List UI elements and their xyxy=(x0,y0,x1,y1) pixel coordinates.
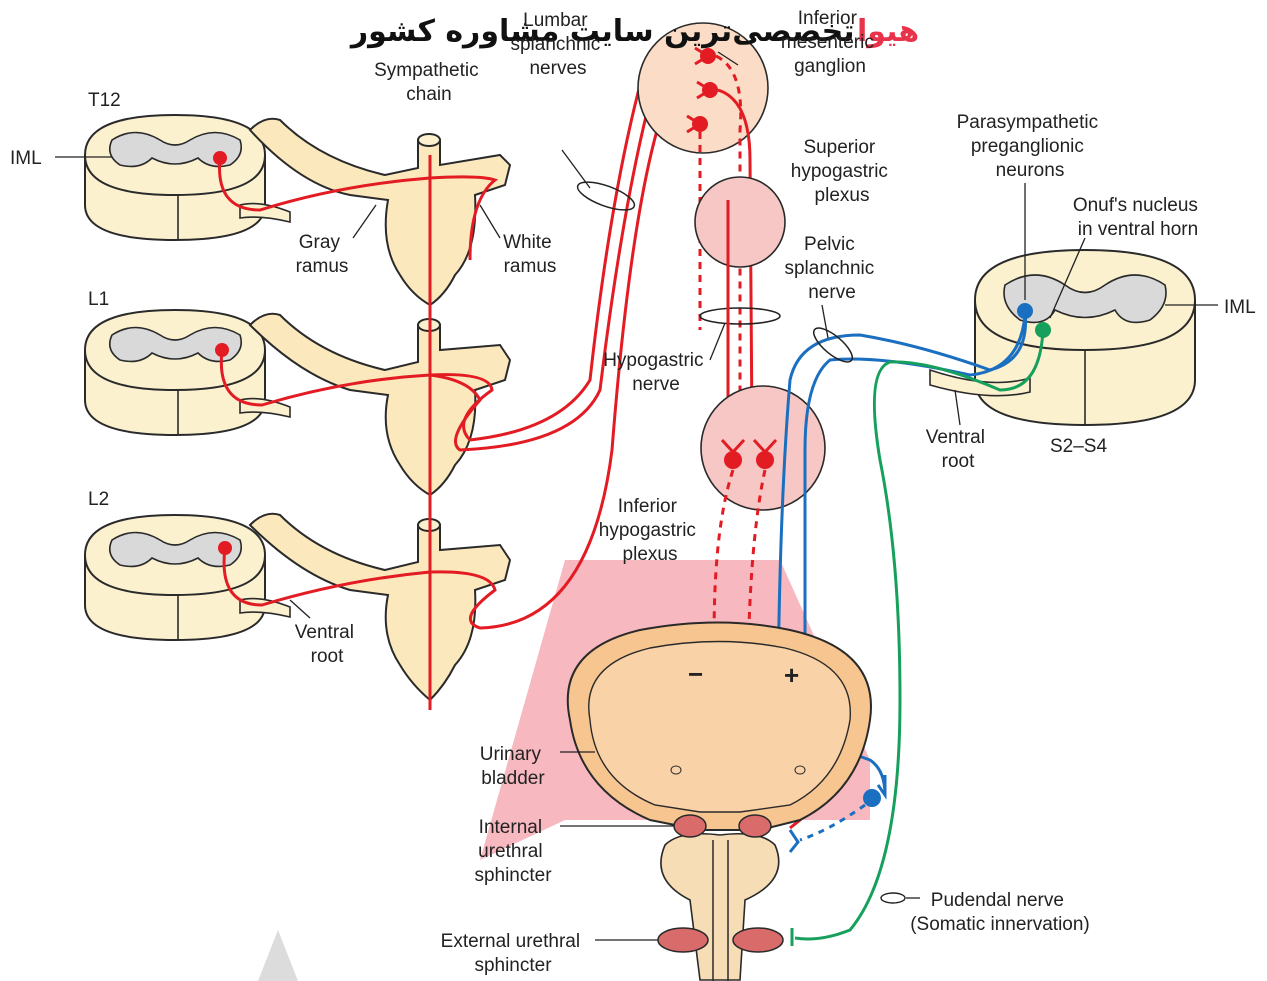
label-parasympathetic-neurons: Parasympathetic preganglionic neurons xyxy=(957,112,1104,181)
spinal-cord-l1 xyxy=(85,310,265,435)
label-gray-ramus: Gray ramus xyxy=(296,232,349,277)
label-ventral-root-l2: Ventral root xyxy=(295,622,359,667)
spinal-cord-s2-s4 xyxy=(930,250,1195,425)
label-t12: T12 xyxy=(88,90,121,111)
spinal-cord-t12 xyxy=(85,115,265,240)
label-ventral-root-sacral: Ventral root xyxy=(926,427,990,472)
label-pudendal-nerve: Pudendal nerve (Somatic innervation) xyxy=(910,890,1090,935)
label-s2-s4: S2–S4 xyxy=(1050,436,1107,457)
label-onufs-nucleus: Onuf's nucleus in ventral horn xyxy=(1073,195,1203,240)
label-l1: L1 xyxy=(88,289,109,310)
label-l2: L2 xyxy=(88,489,109,510)
label-inferior-hypogastric-plexus: Inferior hypogastric plexus xyxy=(599,496,701,565)
label-sympathetic-chain: Sympathetic chain xyxy=(374,60,484,105)
label-internal-urethral-sphincter: Internal urethral sphincter xyxy=(474,817,552,886)
pudendal-marker xyxy=(881,893,905,903)
label-external-urethral-sphincter: External urethral sphincter xyxy=(441,931,586,976)
label-superior-hypogastric-plexus: Superior hypogastric plexus xyxy=(791,137,893,206)
superior-hypogastric-plexus xyxy=(695,177,785,267)
label-white-ramus: White ramus xyxy=(503,232,557,277)
label-pelvic-splanchnic-nerve: Pelvic splanchnic nerve xyxy=(784,234,879,303)
lumbar-splanchnic-marker xyxy=(574,176,637,215)
label-plus: + xyxy=(784,660,799,690)
spinal-cord-l2 xyxy=(85,515,265,640)
label-lumbar-splanchnic: Lumbar splanchnic nerves xyxy=(510,10,605,79)
label-iml-right: IML xyxy=(1224,297,1256,318)
pudendal-somatic-fiber xyxy=(792,330,1043,946)
label-iml-left: IML xyxy=(10,148,42,169)
label-minus: − xyxy=(688,659,703,689)
